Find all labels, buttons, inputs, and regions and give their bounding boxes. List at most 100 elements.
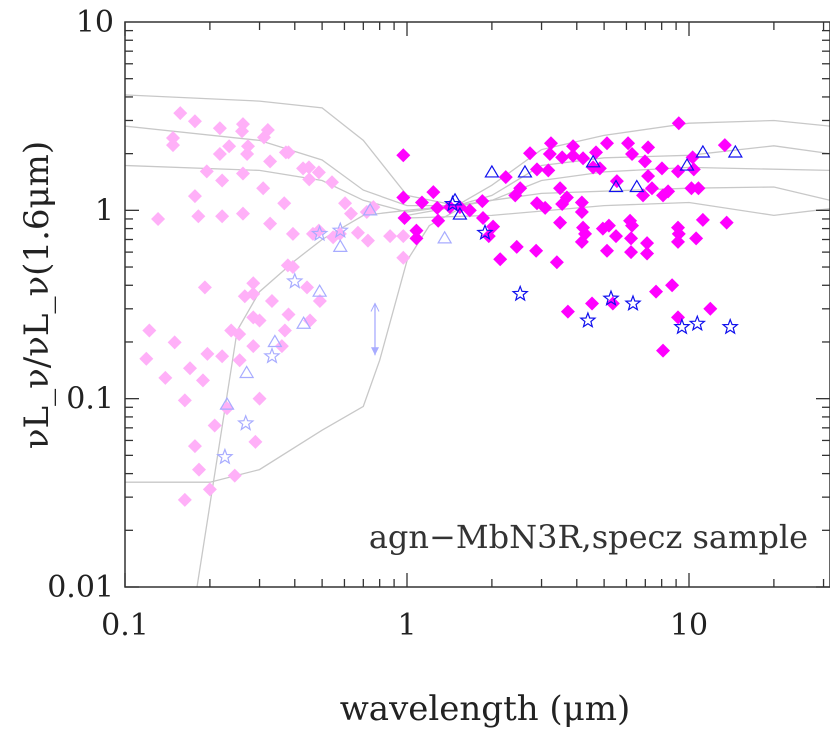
diamond-marker [235, 124, 250, 139]
diamond-marker [574, 195, 589, 210]
diamond-marker [609, 229, 624, 244]
star-marker [237, 414, 255, 431]
diamond-marker [522, 146, 537, 161]
diamond-marker [166, 138, 181, 153]
diamond-marker [509, 239, 524, 254]
diamond-marker [409, 231, 424, 246]
data-points [139, 106, 743, 507]
diamond-marker [256, 130, 271, 145]
diamond-marker [263, 216, 278, 231]
template-curve [406, 201, 830, 219]
diamond-marker [589, 145, 604, 160]
x-tick-label: 10 [670, 608, 708, 643]
upper-limit-arrowhead [370, 347, 379, 356]
diamond-marker [215, 209, 230, 224]
diamond-marker [235, 166, 250, 181]
star-marker [511, 284, 529, 302]
x-axis-title: wavelength (μm) [340, 689, 631, 729]
sample-annotation: agn−MbN3R,specz sample [369, 518, 808, 556]
diamond-marker [625, 147, 640, 162]
diamond-marker [338, 196, 353, 211]
diamond-marker [281, 145, 296, 160]
diamond-marker [641, 169, 656, 184]
diamond-marker [703, 301, 718, 316]
diamond-marker [301, 160, 316, 175]
star-marker [310, 224, 329, 242]
diamond-marker [300, 280, 315, 295]
triangle-marker [517, 164, 533, 178]
diamond-marker [177, 492, 192, 507]
diamond-marker [542, 147, 557, 162]
star-marker [721, 317, 739, 335]
diamond-marker [549, 255, 564, 270]
upper-limit-arrowhead [370, 302, 380, 312]
diamond-marker [235, 206, 250, 221]
diamond-marker [227, 468, 242, 483]
diamond-marker [142, 323, 157, 338]
diamond-marker [187, 439, 202, 454]
diamond-marker [195, 373, 210, 388]
diamond-marker [671, 226, 686, 241]
diamond-marker [303, 313, 318, 328]
diamond-marker [665, 278, 680, 293]
diamond-marker [212, 147, 227, 162]
template-curve [124, 164, 830, 213]
diamond-marker [600, 136, 615, 151]
triangle-marker [608, 179, 624, 193]
diamond-marker [246, 339, 261, 354]
triangle-marker [437, 230, 453, 244]
diamond-marker [166, 131, 181, 146]
diamond-marker [541, 163, 556, 178]
diamond-marker [640, 246, 655, 261]
diamond-marker [431, 213, 446, 228]
triangle-marker [267, 334, 283, 348]
y-tick-label: 1 [95, 193, 114, 228]
diamond-marker [719, 215, 734, 230]
diamond-marker [302, 172, 317, 187]
diamond-marker [202, 482, 217, 497]
diamond-marker [248, 434, 263, 449]
diamond-marker [644, 181, 659, 196]
diamond-marker [553, 181, 568, 196]
triangle-marker [312, 283, 328, 297]
diamond-marker [182, 361, 197, 376]
triangle-marker [447, 192, 463, 206]
triangle-marker [452, 206, 468, 220]
diamond-marker [383, 229, 398, 244]
diamond-marker [167, 335, 182, 350]
diamond-marker [600, 243, 615, 258]
diamond-marker [222, 139, 237, 154]
diamond-marker [566, 148, 581, 163]
diamond-marker [343, 206, 358, 221]
diamond-marker [689, 231, 704, 246]
diamond-marker [574, 234, 589, 249]
diamond-marker [498, 170, 513, 185]
x-tick-label: 0.1 [101, 608, 149, 643]
template-curves [124, 94, 830, 588]
diamond-marker [637, 154, 652, 169]
diamond-marker [232, 327, 247, 342]
diamond-marker [192, 462, 207, 477]
diamond-marker [246, 276, 261, 291]
diamond-marker [311, 165, 326, 180]
diamond-marker [277, 196, 292, 211]
diamond-marker [685, 150, 700, 165]
diamond-marker [649, 284, 664, 299]
triangle-marker [727, 144, 743, 158]
diamond-marker [553, 215, 568, 230]
triangle-marker [629, 179, 645, 193]
diamond-marker [529, 243, 544, 258]
y-axis-title: νL_ν/νL_ν(1.6μm) [17, 141, 57, 449]
diamond-marker [220, 401, 235, 416]
diamond-marker [695, 212, 710, 227]
plot-frame [124, 21, 830, 588]
diamond-marker [442, 200, 457, 215]
diamond-marker [237, 289, 252, 304]
diamond-marker [232, 353, 247, 368]
star-marker [579, 311, 597, 328]
diamond-marker [312, 294, 327, 309]
triangle-marker [332, 239, 348, 252]
diamond-marker [281, 307, 296, 322]
star-marker [263, 346, 281, 364]
